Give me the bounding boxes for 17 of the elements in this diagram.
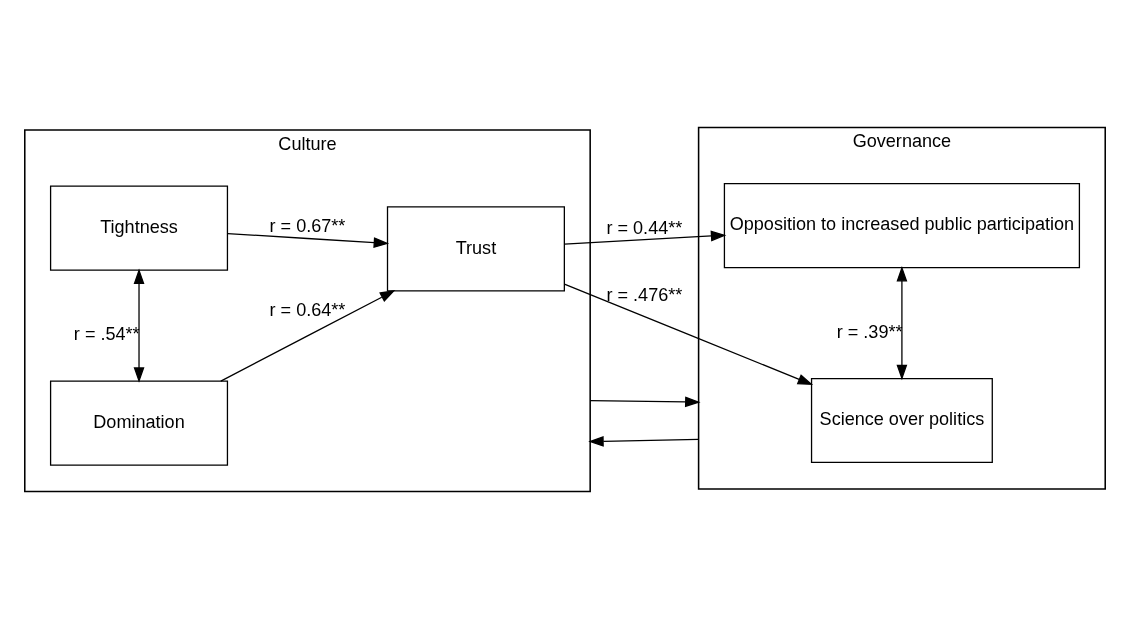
edge-label: r = 0.44** [606,217,683,238]
arrow [896,265,908,381]
arrow [220,290,396,382]
node-box: Opposition to increased public participation [723,183,1081,269]
edge-label: r = .476** [606,284,683,305]
arrow [589,396,701,408]
arrow [563,283,814,386]
node-box: Trust [386,206,565,292]
arrow [133,268,145,383]
arrow [588,436,700,447]
node-box: Domination [49,380,229,466]
node-box: Tightness [49,185,229,271]
edge-label: r = 0.67** [269,216,346,237]
node-box: Science over politics [810,377,993,464]
edge-label: r = 0.64** [269,300,346,321]
arrow [563,230,727,245]
arrow [227,232,390,248]
